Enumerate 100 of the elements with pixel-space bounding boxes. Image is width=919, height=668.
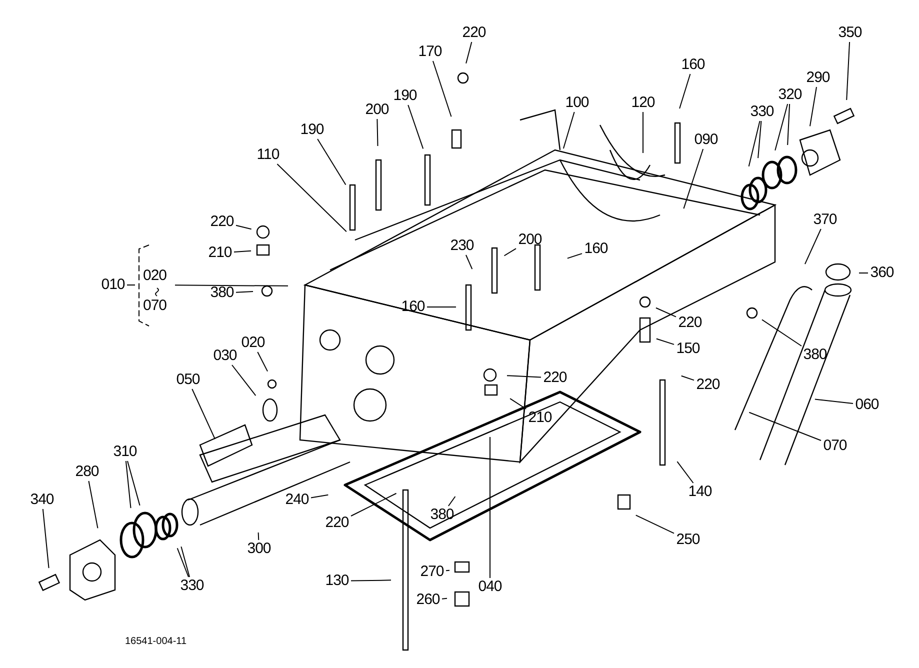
leader-line <box>679 74 691 110</box>
leader-line <box>174 284 288 286</box>
leader-line <box>809 86 817 127</box>
callout-number: 100 <box>563 94 591 112</box>
callout-number: 240 <box>283 491 311 509</box>
leader-line <box>125 460 132 509</box>
leader-line <box>127 460 140 506</box>
callout-number: 370 <box>811 211 839 229</box>
callout-number: 220 <box>676 314 704 332</box>
leader-line <box>504 248 516 256</box>
callout-number: 160 <box>399 298 427 316</box>
leader-line <box>176 548 189 578</box>
callout-number: 360 <box>868 264 896 282</box>
callout-number: 120 <box>629 94 657 112</box>
leader-line <box>442 598 448 600</box>
callout-number: 070 <box>143 297 167 315</box>
callout-number: 220 <box>323 514 351 532</box>
leader-line <box>258 532 260 540</box>
callout-number: 300 <box>245 540 273 558</box>
leader-line <box>350 580 392 582</box>
callout-number: 150 <box>674 340 702 358</box>
leader-line <box>42 508 50 569</box>
leader-line <box>408 104 424 150</box>
leader-line <box>432 60 452 118</box>
callout-number: 280 <box>73 463 101 481</box>
callout-number: 030 <box>211 347 239 365</box>
leader-line <box>126 284 136 286</box>
leader-line <box>656 338 674 345</box>
leader-line <box>376 118 378 146</box>
leader-line <box>858 272 868 274</box>
leader-line <box>787 104 790 146</box>
callout-number: 330 <box>748 103 776 121</box>
callout-number: 250 <box>674 531 702 549</box>
leader-line <box>88 480 98 529</box>
callout-number: 380 <box>208 284 236 302</box>
callout-number: 160 <box>582 240 610 258</box>
callout-number: 380 <box>428 506 456 524</box>
leader-line <box>317 138 346 186</box>
callout-number: 210 <box>526 409 554 427</box>
callout-number: 020 <box>143 267 167 285</box>
callout-number: 060 <box>853 396 881 414</box>
callout-number: 010 <box>99 276 127 294</box>
callout-number: 290 <box>804 69 832 87</box>
leader-line <box>758 120 762 159</box>
leader-line <box>683 148 704 210</box>
leader-line <box>426 306 456 308</box>
callout-number: 050 <box>174 371 202 389</box>
leader-line <box>192 388 216 440</box>
callout-number: 220 <box>694 376 722 394</box>
callout-number: 170 <box>416 43 444 61</box>
leader-line <box>680 375 694 381</box>
callout-number: 340 <box>28 491 56 509</box>
callout-number: 270 <box>418 563 446 581</box>
leader-line <box>257 352 268 372</box>
leader-line <box>234 250 252 253</box>
callout-number: 040 <box>476 578 504 596</box>
leader-line <box>804 228 822 265</box>
leader-line <box>510 398 527 410</box>
callout-number: 380 <box>801 346 829 364</box>
callout-number: 190 <box>298 121 326 139</box>
leader-line <box>676 461 694 484</box>
leader-line <box>446 570 450 572</box>
leader-line <box>748 120 760 167</box>
leader-line <box>231 364 256 396</box>
leader-line <box>774 104 788 151</box>
leader-line <box>562 112 575 149</box>
callout-number: 070 <box>821 437 849 455</box>
callout-number: 110 <box>254 146 282 164</box>
leader-line <box>814 398 854 404</box>
callout-number: 330 <box>178 577 206 595</box>
leader-line <box>761 319 802 346</box>
callout-number: 320 <box>776 86 804 104</box>
callout-number: 310 <box>111 443 139 461</box>
leader-line <box>466 42 472 64</box>
leader-line <box>748 412 822 442</box>
callout-number: 160 <box>679 56 707 74</box>
leader-line <box>350 492 397 516</box>
callout-number: 350 <box>836 24 864 42</box>
drawing-number: 16541-004-11 <box>125 636 187 648</box>
callout-number: 230 <box>448 237 476 255</box>
leader-line <box>506 375 542 378</box>
callout-number: 210 <box>206 244 234 262</box>
leader-line <box>448 496 456 506</box>
leader-line <box>276 164 347 232</box>
leader-line <box>465 254 473 270</box>
callout-number: 260 <box>414 591 442 609</box>
leader-line <box>236 224 252 230</box>
callout-number: 090 <box>692 131 720 149</box>
leader-line <box>846 42 850 101</box>
callout-number: 140 <box>686 483 714 501</box>
leader-line <box>655 307 676 318</box>
callout-number: 220 <box>541 369 569 387</box>
callout-number: 200 <box>516 231 544 249</box>
callout-number: 190 <box>391 87 419 105</box>
leader-line <box>566 253 582 259</box>
leader-line <box>236 291 254 293</box>
leader-line <box>180 546 190 578</box>
leader-line <box>635 514 674 534</box>
callout-number: 200 <box>363 101 391 119</box>
callout-number: 020 <box>239 334 267 352</box>
